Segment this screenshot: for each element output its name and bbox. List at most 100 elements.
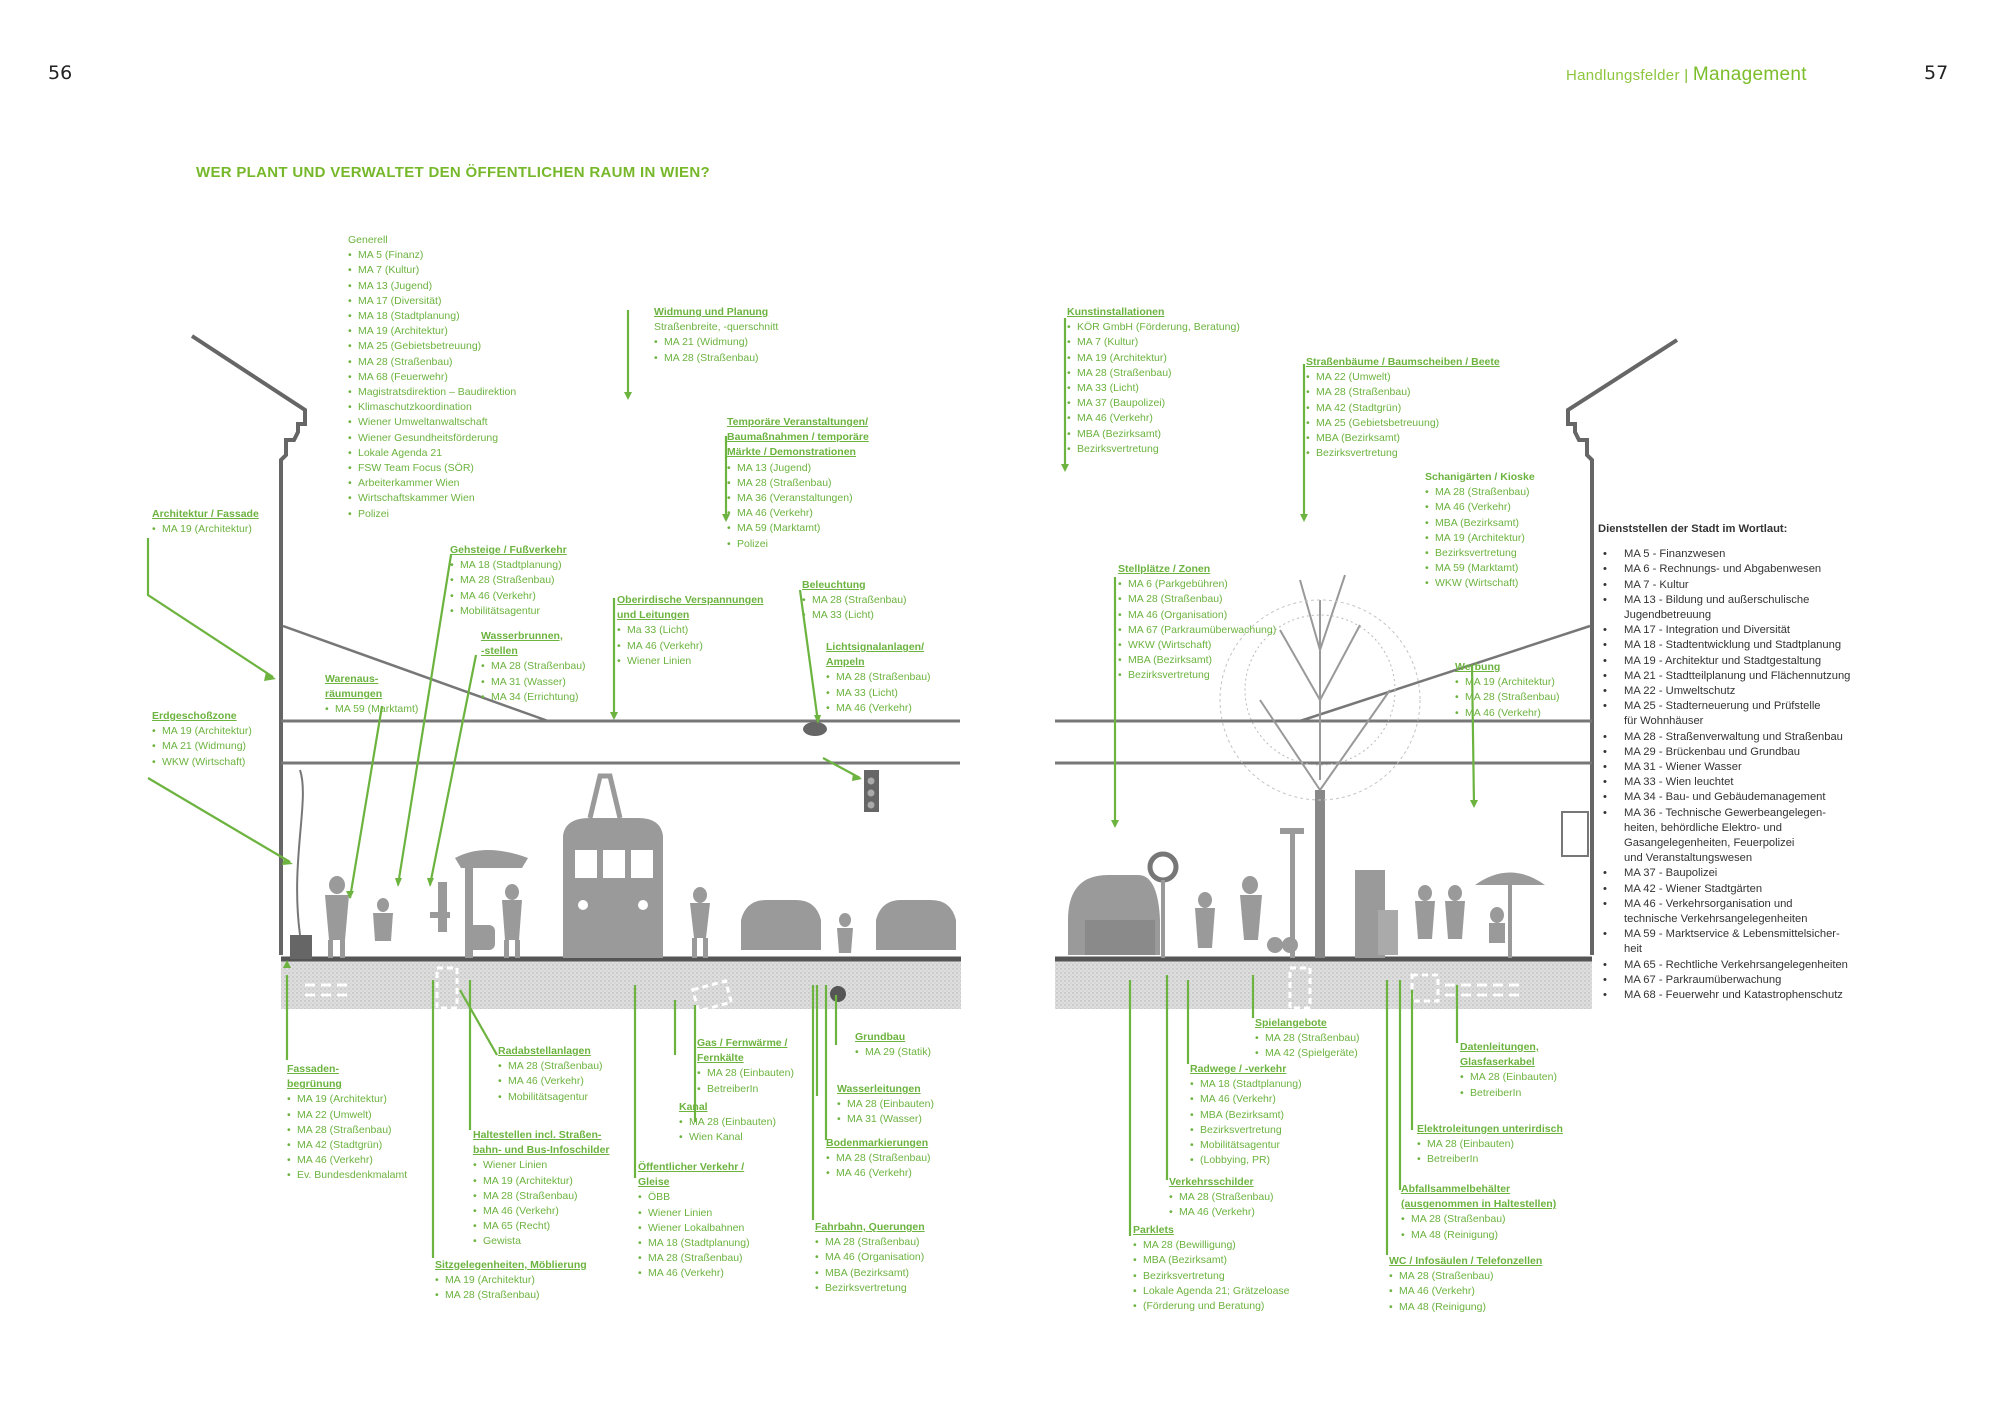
block-item: MA 22 (Umwelt): [1306, 370, 1500, 385]
block-title-line: Lichtsignalanlagen/: [826, 641, 925, 653]
block-item: MA 46 (Verkehr): [287, 1153, 407, 1168]
legend-item: MA 36 - Technische Gewerbeangelegen-: [1598, 806, 1850, 821]
legend-item: MA 13 - Bildung und außerschulische: [1598, 593, 1850, 608]
block-heading: Generell: [348, 234, 388, 246]
block-item: Bezirksvertretung: [1133, 1269, 1290, 1284]
block-item: Wiener Linien: [473, 1158, 610, 1173]
legend-item: MA 6 - Rechnungs- und Abgabenwesen: [1598, 562, 1850, 577]
block-item: MA 46 (Organisation): [815, 1250, 925, 1265]
block-item: ÖBB: [638, 1190, 750, 1205]
block-item: MA 42 (Stadtgrün): [287, 1138, 407, 1153]
block-title-line: Kunstinstallationen: [1067, 306, 1165, 318]
block-item: MA 28 (Einbauten): [1417, 1137, 1563, 1152]
block-erdgeschoss: ErdgeschoßzoneMA 19 (Architektur)MA 21 (…: [152, 709, 252, 770]
legend-item: heit: [1624, 943, 1643, 956]
legend-item: MA 25 - Stadterneuerung und Prüfstelle: [1598, 699, 1850, 714]
block-item: MBA (Bezirksamt): [1425, 516, 1535, 531]
block-gas: Gas / Fernwärme /FernkälteMA 28 (Einbaut…: [697, 1036, 794, 1097]
block-title-line: Gas / Fernwärme /: [697, 1037, 788, 1049]
left-street-figures: [290, 722, 956, 959]
block-baeume: Straßenbäume / Baumscheiben / BeeteMA 22…: [1306, 355, 1500, 461]
block-item: WKW (Wirtschaft): [1425, 576, 1535, 591]
legend-list: MA 5 - FinanzwesenMA 6 - Rechnungs- und …: [1598, 547, 1850, 1003]
block-fahrbahn: Fahrbahn, QuerungenMA 28 (Straßenbau)MA …: [815, 1220, 925, 1296]
block-temporaer: Temporäre Veranstaltungen/Baumaßnahmen /…: [727, 415, 869, 552]
block-item: MA 28 (Straßenbau): [1118, 592, 1276, 607]
block-item: MA 25 (Gebietsbetreuung): [1306, 416, 1500, 431]
legend-item: MA 33 - Wien leuchtet: [1598, 775, 1850, 790]
block-heading: Schanigärten / Kioske: [1425, 471, 1535, 483]
underground-pipes: [305, 966, 1520, 1013]
block-schani: Schanigärten / Kioske MA 28 (Straßenbau)…: [1425, 470, 1535, 592]
block-item: MA 19 (Architektur): [473, 1174, 610, 1189]
block-item: Wiener Linien: [638, 1206, 750, 1221]
block-item: MA 46 (Verkehr): [1455, 706, 1560, 721]
block-item: MA 28 (Straßenbau): [826, 670, 931, 685]
block-item: MA 19 (Architektur): [152, 522, 259, 537]
block-item: MA 36 (Veranstaltungen): [727, 491, 869, 506]
block-item: MA 46 (Verkehr): [1067, 411, 1240, 426]
block-item: MBA (Bezirksamt): [1133, 1253, 1290, 1268]
block-item: MA 28 (Straßenbau): [348, 355, 516, 370]
block-title-line: Haltestellen incl. Straßen-: [473, 1129, 602, 1141]
block-title-line: Erdgeschoßzone: [152, 710, 237, 722]
block-item: Lokale Agenda 21; Grätzeloase: [1133, 1284, 1290, 1299]
block-fassadenbegr: Fassaden-begrünungMA 19 (Architektur)MA …: [287, 1062, 407, 1184]
block-item: MA 13 (Jugend): [727, 461, 869, 476]
block-item: Mobilitätsagentur: [450, 604, 567, 619]
block-title-line: Fassaden-: [287, 1063, 339, 1075]
block-item: MA 42 (Spielgeräte): [1255, 1046, 1360, 1061]
block-generell: Generell MA 5 (Finanz)MA 7 (Kultur)MA 13…: [348, 233, 516, 522]
block-item: MA 17 (Diversität): [348, 294, 516, 309]
block-item: MA 33 (Licht): [802, 608, 907, 623]
leader-lines: [146, 310, 1476, 1258]
right-building-outline: [1566, 338, 1679, 955]
block-item: MA 28 (Straßenbau): [473, 1189, 610, 1204]
block-daten: Datenleitungen,GlasfaserkabelMA 28 (Einb…: [1460, 1040, 1557, 1101]
block-title-line: Bodenmarkierungen: [826, 1137, 929, 1149]
block-item: MA 5 (Finanz): [348, 248, 516, 263]
block-item: MA 28 (Einbauten): [1460, 1070, 1557, 1085]
block-radwege: Radwege / -verkehrMA 18 (Stadtplanung)MA…: [1190, 1062, 1302, 1168]
block-item: MBA (Bezirksamt): [1306, 431, 1500, 446]
block-item: MBA (Bezirksamt): [1190, 1108, 1302, 1123]
grundbau-marker: [830, 986, 846, 1002]
block-wc: WC / Infosäulen / TelefonzellenMA 28 (St…: [1389, 1254, 1542, 1315]
block-item: MA 28 (Straßenbau): [1255, 1031, 1360, 1046]
block-item: MA 46 (Verkehr): [1389, 1284, 1542, 1299]
block-item: MA 19 (Architektur): [1455, 675, 1560, 690]
block-warenaus: Warenaus-räumungenMA 59 (Marktamt): [325, 672, 418, 718]
block-item: MA 28 (Straßenbau): [498, 1059, 603, 1074]
block-elektro: Elektroleitungen unterirdischMA 28 (Einb…: [1417, 1122, 1563, 1168]
block-item: MA 28 (Straßenbau): [826, 1151, 931, 1166]
block-item: Mobilitätsagentur: [498, 1090, 603, 1105]
legend-item: MA 28 - Straßenverwaltung und Straßenbau: [1598, 730, 1850, 745]
block-kanal: KanalMA 28 (Einbauten)Wien Kanal: [679, 1100, 776, 1146]
block-title-line: Spielangebote: [1255, 1017, 1327, 1029]
block-title-line: Verkehrsschilder: [1169, 1176, 1254, 1188]
block-item: MA 67 (Parkraumüberwachung): [1118, 623, 1276, 638]
block-item: Klimaschutzkoordination: [348, 400, 516, 415]
legend-item: MA 18 - Stadtentwicklung und Stadtplanun…: [1598, 638, 1850, 653]
block-title-line: Glasfaserkabel: [1460, 1056, 1535, 1069]
block-wasserleitungen: WasserleitungenMA 28 (Einbauten)MA 31 (W…: [837, 1082, 934, 1128]
block-item: MA 28 (Straßenbau): [1389, 1269, 1542, 1284]
block-gehsteige: Gehsteige / FußverkehrMA 18 (Stadtplanun…: [450, 543, 567, 619]
block-title-line: Widmung und Planung: [654, 306, 769, 318]
legend-item: heiten, behördliche Elektro- und: [1624, 821, 1782, 834]
page-title: WER PLANT UND VERWALTET DEN ÖFFENTLICHEN…: [196, 164, 710, 181]
agency-legend: Dienststellen der Stadt im Wortlaut: MA …: [1598, 522, 1850, 1004]
block-item: Wiener Lokalbahnen: [638, 1221, 750, 1236]
block-item: MA 28 (Straßenbau): [1169, 1190, 1274, 1205]
block-title-line: und Leitungen: [617, 609, 690, 622]
block-item: MA 19 (Architektur): [435, 1273, 587, 1288]
legend-item: MA 37 - Baupolizei: [1598, 866, 1850, 881]
block-bodenmark: BodenmarkierungenMA 28 (Straßenbau)MA 46…: [826, 1136, 931, 1182]
block-item: MA 18 (Stadtplanung): [348, 309, 516, 324]
block-item: MA 18 (Stadtplanung): [450, 558, 567, 573]
level-lines: [281, 624, 1592, 765]
block-title-line: (ausgenommen in Haltestellen): [1401, 1198, 1557, 1211]
block-item: MA 46 (Verkehr): [826, 701, 931, 716]
block-item: MBA (Bezirksamt): [1067, 427, 1240, 442]
